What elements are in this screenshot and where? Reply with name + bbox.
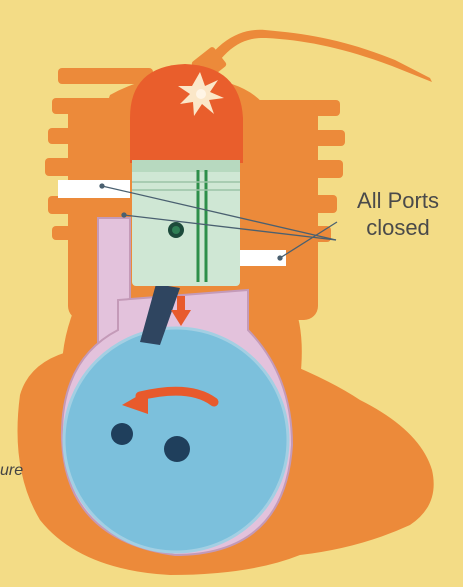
partial-label: ure	[0, 462, 40, 480]
annotation-line-2: closed	[338, 215, 458, 241]
annotation-line-1: All Ports	[338, 188, 458, 214]
exhaust-port-left	[58, 180, 130, 198]
combustion-chamber	[130, 64, 243, 163]
crank-pin-right	[164, 436, 190, 462]
piston	[132, 160, 240, 286]
crank-pin-left	[111, 423, 133, 445]
